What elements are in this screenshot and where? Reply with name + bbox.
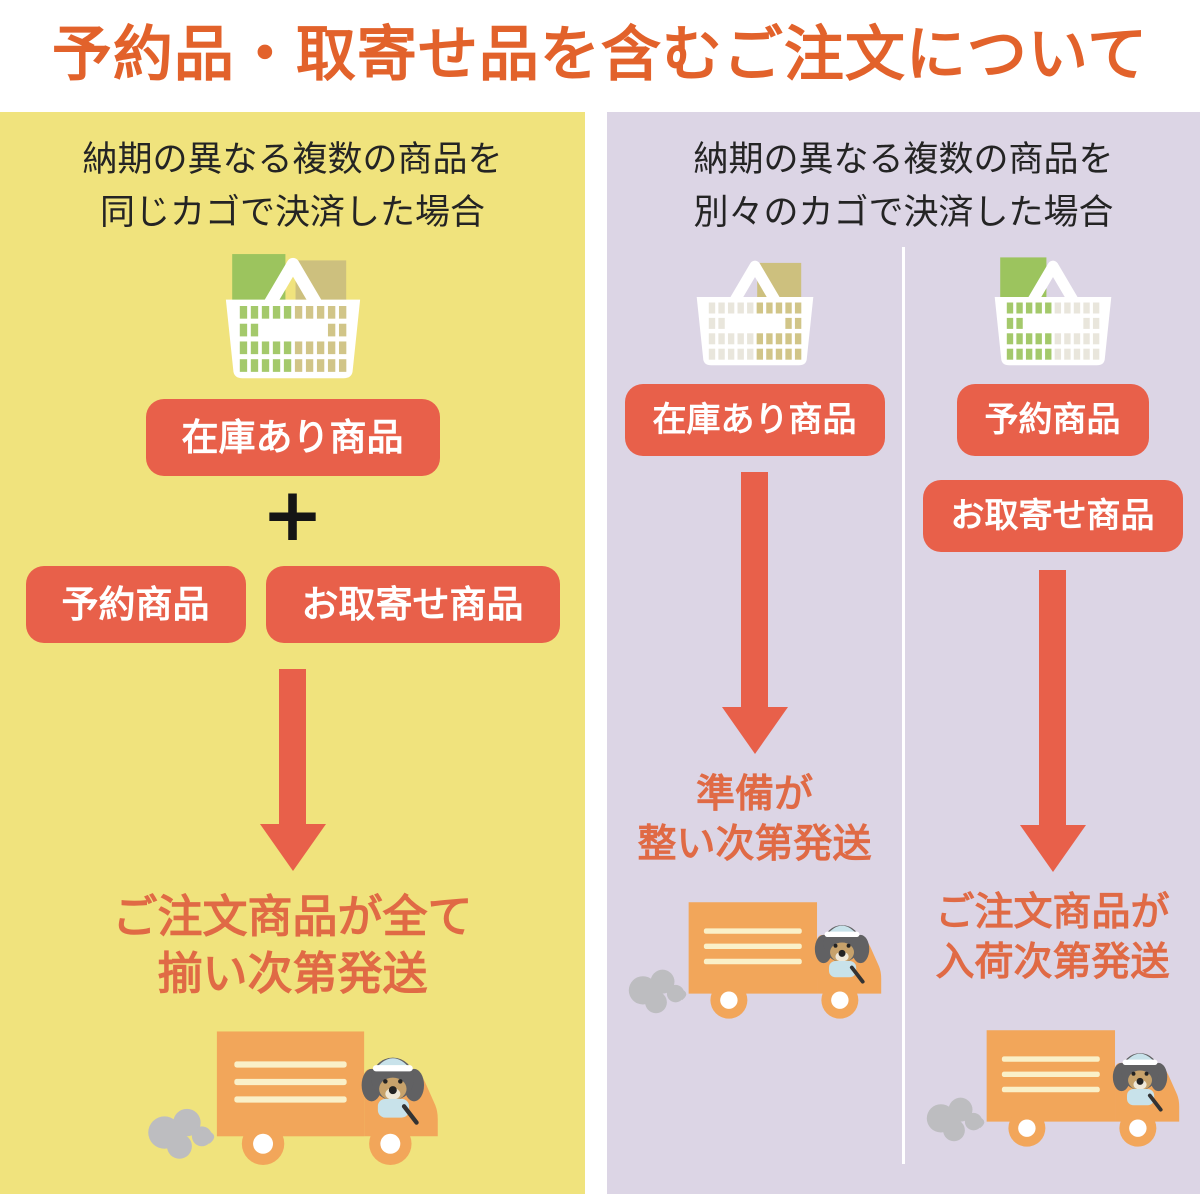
result-line: ご注文商品が [935, 889, 1170, 935]
stock-column: 在庫あり商品 準備が 整い次第発送 [607, 239, 902, 1194]
backorder-badge: お取寄せ商品 [265, 566, 560, 644]
shopping-basket-icon [217, 249, 369, 383]
arrow-shaft [1039, 569, 1066, 825]
shopping-basket-icon [987, 253, 1119, 370]
separate-cart-heading: 納期の異なる複数の商品を 別々のカゴで決済した場合 [607, 112, 1200, 239]
result-line: 揃い次第発送 [157, 946, 428, 1000]
stock-column-result: 準備が 整い次第発送 [607, 770, 902, 871]
heading-line: 別々のカゴで決済した場合 [693, 192, 1114, 233]
arrow-head [721, 706, 788, 754]
in-stock-badge: 在庫あり商品 [624, 383, 885, 456]
result-line: 整い次第発送 [637, 822, 872, 868]
shopping-basket-icon [689, 253, 821, 370]
columns: 在庫あり商品 準備が 整い次第発送 [607, 239, 1200, 1194]
backorder-badge: お取寄せ商品 [922, 479, 1183, 552]
delivery-truck-icon [137, 1014, 449, 1182]
arrow-shaft [279, 669, 306, 825]
separate-cart-panel: 納期の異なる複数の商品を 別々のカゴで決済した場合 在庫あり商品 準備が 整い次… [607, 112, 1200, 1194]
heading-line: 納期の異なる複数の商品を [82, 140, 503, 180]
down-arrow-icon [607, 471, 902, 754]
result-line: 入荷次第発送 [935, 940, 1170, 986]
result-line: ご注文商品が全て [112, 890, 473, 944]
arrow-head [1019, 824, 1086, 872]
preorder-badge: 予約商品 [956, 383, 1149, 456]
heading-line: 同じカゴで決済した場合 [99, 192, 485, 233]
preorder-badge: 予約商品 [25, 566, 246, 644]
result-line: 準備が [695, 771, 813, 817]
down-arrow-icon [0, 669, 585, 872]
order-badges-row: 予約商品 お取寄せ商品 [0, 566, 585, 644]
delivery-truck-icon [917, 1015, 1189, 1162]
plus-icon: + [261, 472, 324, 559]
same-cart-heading: 納期の異なる複数の商品を 同じカゴで決済した場合 [0, 112, 585, 239]
down-arrow-icon [905, 569, 1200, 872]
delivery-truck-icon [619, 887, 891, 1034]
same-cart-panel: 納期の異なる複数の商品を 同じカゴで決済した場合 在庫あり商品 + 予約商品 お… [0, 112, 585, 1194]
page-title: 予約品・取寄せ品を含むご注文について [51, 20, 1149, 90]
order-column-result: ご注文商品が 入荷次第発送 [905, 888, 1200, 989]
heading-line: 納期の異なる複数の商品を [693, 140, 1114, 180]
order-column: 予約商品 お取寄せ商品 ご注文商品が 入荷次第発送 [905, 239, 1200, 1194]
in-stock-badge: 在庫あり商品 [145, 399, 440, 477]
column-divider [902, 247, 905, 1164]
arrow-shaft [741, 471, 768, 707]
arrow-head [259, 824, 326, 872]
same-cart-result: ご注文商品が全て 揃い次第発送 [0, 889, 585, 1002]
